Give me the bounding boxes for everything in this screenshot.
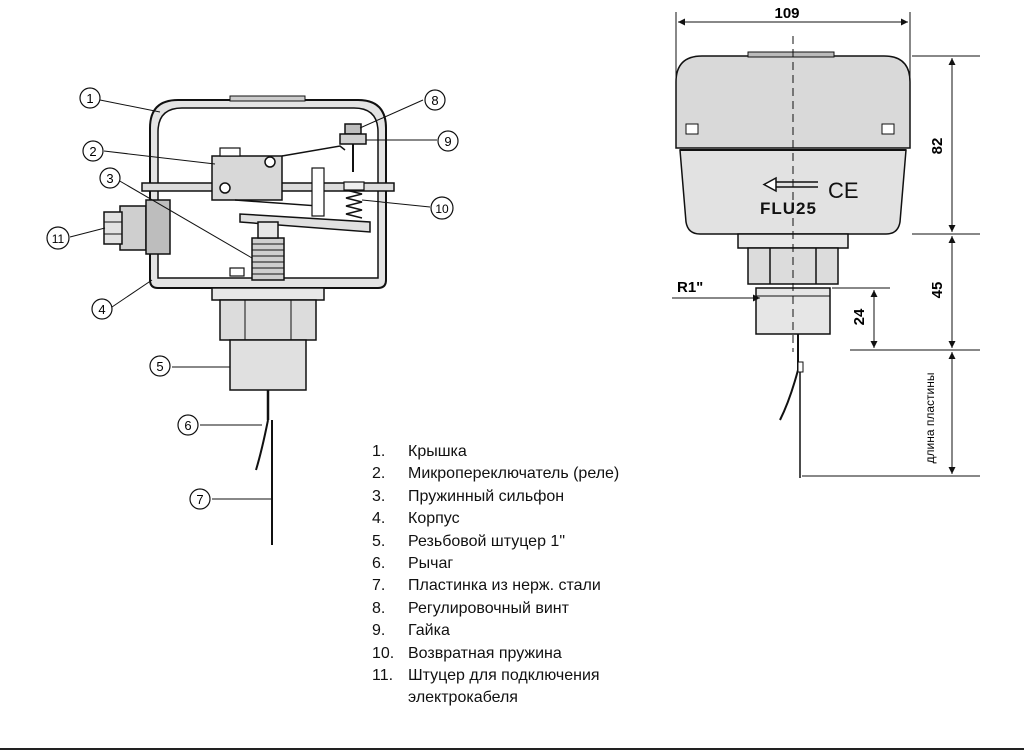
dim-width: 109 xyxy=(774,5,799,22)
dim-body-height: 45 xyxy=(929,282,946,299)
callout-4: 4 xyxy=(91,298,113,320)
parts-legend: 1.Крышка 2.Микропереключатель (реле) 3.П… xyxy=(372,441,668,710)
svg-text:8: 8 xyxy=(431,93,438,108)
legend-item: 10.Возвратная пружина xyxy=(372,644,562,662)
dim-cover-height: 82 xyxy=(929,138,946,155)
cable-gland xyxy=(103,199,171,255)
legend-item: 11.Штуцер для подключения электрокабеля xyxy=(372,667,600,707)
legend-item: 5.Резьбовой штуцер 1" xyxy=(372,532,565,550)
ce-mark: CE xyxy=(828,178,859,203)
legend-item: 8.Регулировочный винт xyxy=(372,599,569,617)
legend-item: 7.Пластинка из нерж. стали xyxy=(372,577,601,595)
svg-text:9: 9 xyxy=(444,134,451,149)
external-view xyxy=(675,36,911,478)
legend-item: 9.Гайка xyxy=(372,622,450,640)
svg-text:4: 4 xyxy=(98,302,105,317)
svg-text:11: 11 xyxy=(52,232,65,246)
legend-item: 1.Крышка xyxy=(372,443,467,460)
cutaway-drawing xyxy=(103,95,395,545)
dim-thread: R1" xyxy=(677,279,703,296)
return-spring xyxy=(345,189,363,219)
svg-text:3: 3 xyxy=(106,171,113,186)
svg-text:1: 1 xyxy=(86,91,93,106)
bottom-divider xyxy=(0,748,1024,750)
svg-text:2: 2 xyxy=(89,144,96,159)
callout-10: 10 xyxy=(430,196,454,220)
product-label: FLU25 xyxy=(760,199,817,218)
dim-blade-length: длина пластины xyxy=(923,373,937,464)
callout-9: 9 xyxy=(437,130,459,152)
thread-fitting xyxy=(229,339,307,391)
callouts: 1 2 3 4 5 6 7 8 9 10 11 xyxy=(46,87,459,510)
callout-5: 5 xyxy=(149,355,171,377)
callout-3: 3 xyxy=(99,167,121,189)
callout-6: 6 xyxy=(177,414,199,436)
svg-text:5: 5 xyxy=(156,359,163,374)
callout-2: 2 xyxy=(82,140,104,162)
flow-arrow-icon xyxy=(762,176,818,193)
bellows xyxy=(251,221,285,281)
callout-8: 8 xyxy=(424,89,446,111)
callout-7: 7 xyxy=(189,488,211,510)
svg-text:7: 7 xyxy=(196,492,203,507)
legend-item: 4.Корпус xyxy=(372,510,460,528)
legend-item: 2.Микропереключатель (реле) xyxy=(372,465,620,483)
legend-item: 6.Рычаг xyxy=(372,555,454,573)
svg-text:6: 6 xyxy=(184,418,191,433)
dim-thread-length: 24 xyxy=(851,308,868,325)
legend-item: 3.Пружинный сильфон xyxy=(372,487,565,505)
callout-1: 1 xyxy=(79,87,101,109)
svg-text:10: 10 xyxy=(435,202,449,216)
callout-11: 11 xyxy=(46,226,70,250)
